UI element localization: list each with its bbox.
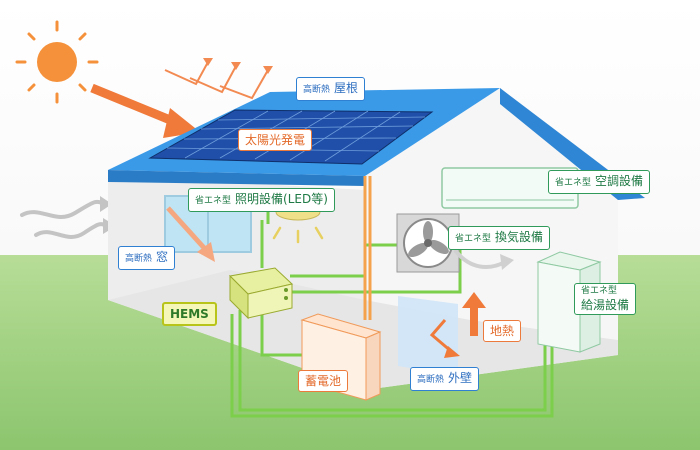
label-lighting: 省エネ型照明設備(LED等) [188, 188, 335, 212]
solar-wiring [363, 176, 372, 320]
label-window: 高断熱窓 [118, 246, 176, 270]
sun-icon [15, 20, 99, 104]
power-wiring [230, 210, 554, 418]
reflected-heat-arrows [164, 58, 273, 100]
label-battery: 蓄電池 [298, 370, 349, 392]
label-roof: 高断熱屋根 [296, 77, 366, 101]
window-heat-arrow [166, 206, 215, 262]
label-solar: 太陽光発電 [238, 129, 313, 151]
label-ventilation: 省エネ型換気設備 [448, 226, 551, 250]
wall-heat-arrow [429, 319, 460, 358]
label-hems: HEMS [162, 302, 217, 326]
label-wall: 高断熱外壁 [410, 367, 480, 391]
geothermal-arrow [462, 292, 486, 336]
label-aircon: 省エネ型空調設備 [548, 170, 651, 194]
label-water-heater: 省エネ型 給湯設備 [574, 283, 637, 315]
hems-device [228, 267, 294, 320]
vent-airflow-arrow [453, 248, 514, 270]
roof-edge [108, 170, 365, 186]
label-geothermal: 地熱 [483, 320, 522, 342]
wall-panel [398, 296, 458, 376]
